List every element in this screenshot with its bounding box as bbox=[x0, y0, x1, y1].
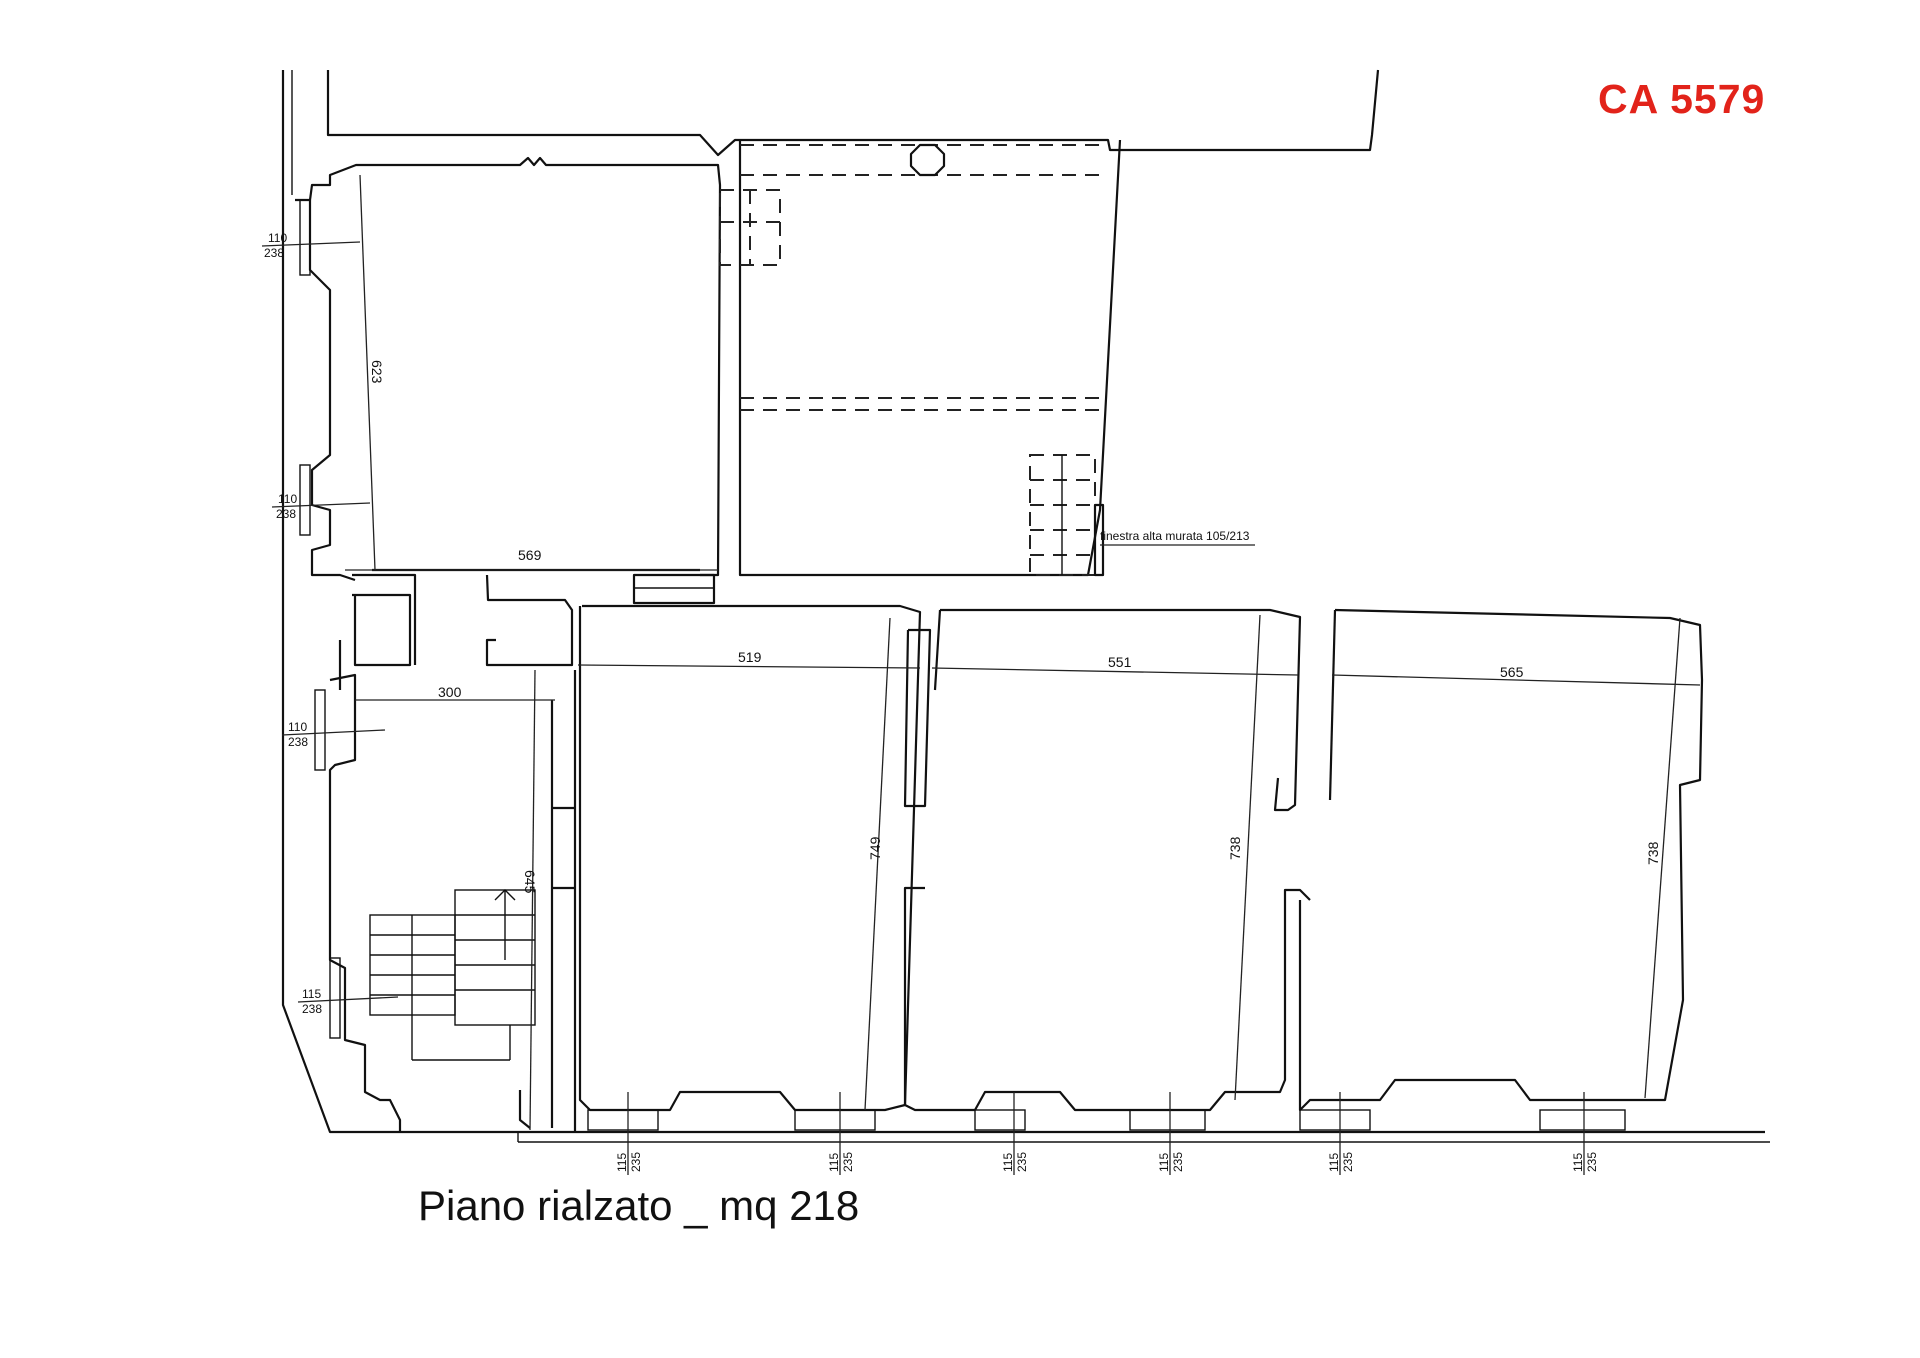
opening-left-4-top: 115 bbox=[302, 987, 321, 1001]
opening-bottom-1-bottom: 235 bbox=[629, 1152, 643, 1172]
dim-519: 519 bbox=[738, 649, 762, 665]
room-top-left bbox=[295, 156, 722, 582]
opening-left-2-top: 110 bbox=[278, 492, 297, 506]
opening-bottom-2-bottom: 235 bbox=[841, 1152, 855, 1172]
dim-300: 300 bbox=[438, 684, 462, 700]
opening-bottom-4-top: 115 bbox=[1157, 1153, 1171, 1172]
window-sills-bottom bbox=[587, 1109, 1626, 1131]
opening-bottom-6-bottom: 235 bbox=[1585, 1152, 1599, 1172]
octagon-symbol bbox=[909, 143, 946, 177]
floor-caption: Piano rialzato _ mq 218 bbox=[418, 1182, 860, 1229]
corridor bbox=[352, 573, 716, 1132]
dimension-lines bbox=[345, 174, 1701, 1131]
opening-bottom-3-top: 115 bbox=[1001, 1153, 1015, 1172]
outer-walls bbox=[281, 69, 1770, 1143]
opening-left-1-top: 110 bbox=[268, 231, 287, 245]
opening-bottom-5-bottom: 235 bbox=[1341, 1152, 1355, 1172]
dim-569: 569 bbox=[518, 547, 542, 563]
opening-left-3-top: 110 bbox=[288, 720, 307, 734]
window-recesses-left bbox=[299, 199, 341, 1039]
opening-bottom-2-top: 115 bbox=[827, 1153, 841, 1172]
dim-738a: 738 bbox=[1227, 836, 1243, 860]
opening-bottom-3-bottom: 235 bbox=[1015, 1152, 1029, 1172]
property-code: CA 5579 bbox=[1598, 76, 1766, 122]
left-openings: 110 238 110 238 110 238 115 238 bbox=[261, 231, 399, 1016]
room-bottom-3 bbox=[1298, 608, 1704, 1112]
dim-551: 551 bbox=[1108, 654, 1132, 670]
dim-749: 749 bbox=[867, 836, 883, 860]
dim-738b: 738 bbox=[1645, 841, 1661, 865]
opening-left-3-bottom: 238 bbox=[288, 735, 308, 749]
opening-bottom-6-top: 115 bbox=[1571, 1153, 1585, 1172]
opening-bottom-4-bottom: 235 bbox=[1171, 1152, 1185, 1172]
dim-645: 645 bbox=[522, 870, 538, 894]
opening-left-1-bottom: 238 bbox=[264, 246, 284, 260]
room-bottom-1 bbox=[578, 604, 932, 1112]
opening-bottom-1-top: 115 bbox=[615, 1153, 629, 1172]
dim-623: 623 bbox=[369, 360, 385, 384]
opening-left-2-bottom: 238 bbox=[276, 507, 296, 521]
opening-bottom-5-top: 115 bbox=[1327, 1153, 1341, 1172]
room-bottom-2 bbox=[903, 608, 1311, 1112]
opening-left-4-bottom: 238 bbox=[302, 1002, 322, 1016]
dim-565: 565 bbox=[1500, 664, 1524, 680]
bottom-openings: 115 235 115 235 115 235 115 235 115 235 … bbox=[615, 1092, 1599, 1175]
stairs bbox=[328, 640, 536, 1132]
window-note: finestra alta murata 105/213 bbox=[1100, 529, 1250, 543]
room-top-right bbox=[719, 139, 1122, 577]
